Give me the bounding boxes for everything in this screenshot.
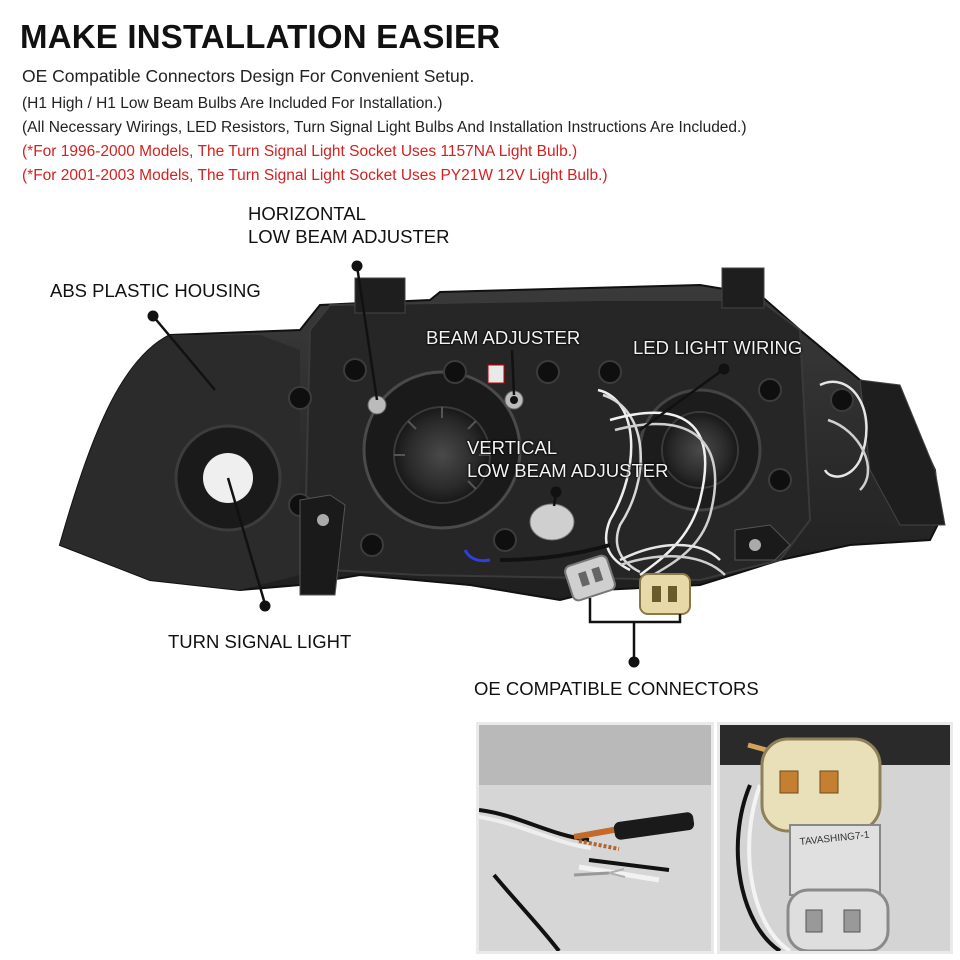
callout-led-wiring: LED LIGHT WIRING: [633, 337, 803, 358]
callout-vertical-line2: LOW BEAM ADJUSTER: [467, 460, 669, 481]
connector-right: [639, 573, 691, 615]
page-title: MAKE INSTALLATION EASIER: [20, 18, 501, 55]
callout-connectors: OE COMPATIBLE CONNECTORS: [474, 678, 759, 699]
note-bulbs: (H1 High / H1 Low Beam Bulbs Are Include…: [22, 95, 443, 112]
callout-turn-signal: TURN SIGNAL LIGHT: [168, 631, 352, 652]
subtitle: OE Compatible Connectors Design For Conv…: [22, 66, 475, 86]
inset-wire-splice: [476, 722, 714, 954]
callout-horizontal-line1: HORIZONTAL: [248, 203, 366, 224]
note-wirings: (All Necessary Wirings, LED Resistors, T…: [22, 119, 747, 136]
callout-horizontal-line2: LOW BEAM ADJUSTER: [248, 226, 450, 247]
callout-beam-adjuster: BEAM ADJUSTER: [426, 327, 581, 348]
note-2001-2003: (*For 2001-2003 Models, The Turn Signal …: [22, 167, 608, 184]
wire-splice-photo: [479, 725, 711, 951]
callout-vertical-line1: VERTICAL: [467, 437, 558, 458]
callout-vertical-adjuster: VERTICAL LOW BEAM ADJUSTER: [467, 436, 668, 482]
inset-connector-closeup: TAVASHING7-1: [717, 722, 953, 954]
callout-horizontal-adjuster: HORIZONTAL LOW BEAM ADJUSTER: [248, 202, 449, 248]
connector-photo: TAVASHING7-1: [720, 725, 950, 951]
note-1996-2000: (*For 1996-2000 Models, The Turn Signal …: [22, 143, 578, 160]
connector-left: [564, 554, 616, 602]
callout-abs-housing: ABS PLASTIC HOUSING: [50, 280, 261, 301]
